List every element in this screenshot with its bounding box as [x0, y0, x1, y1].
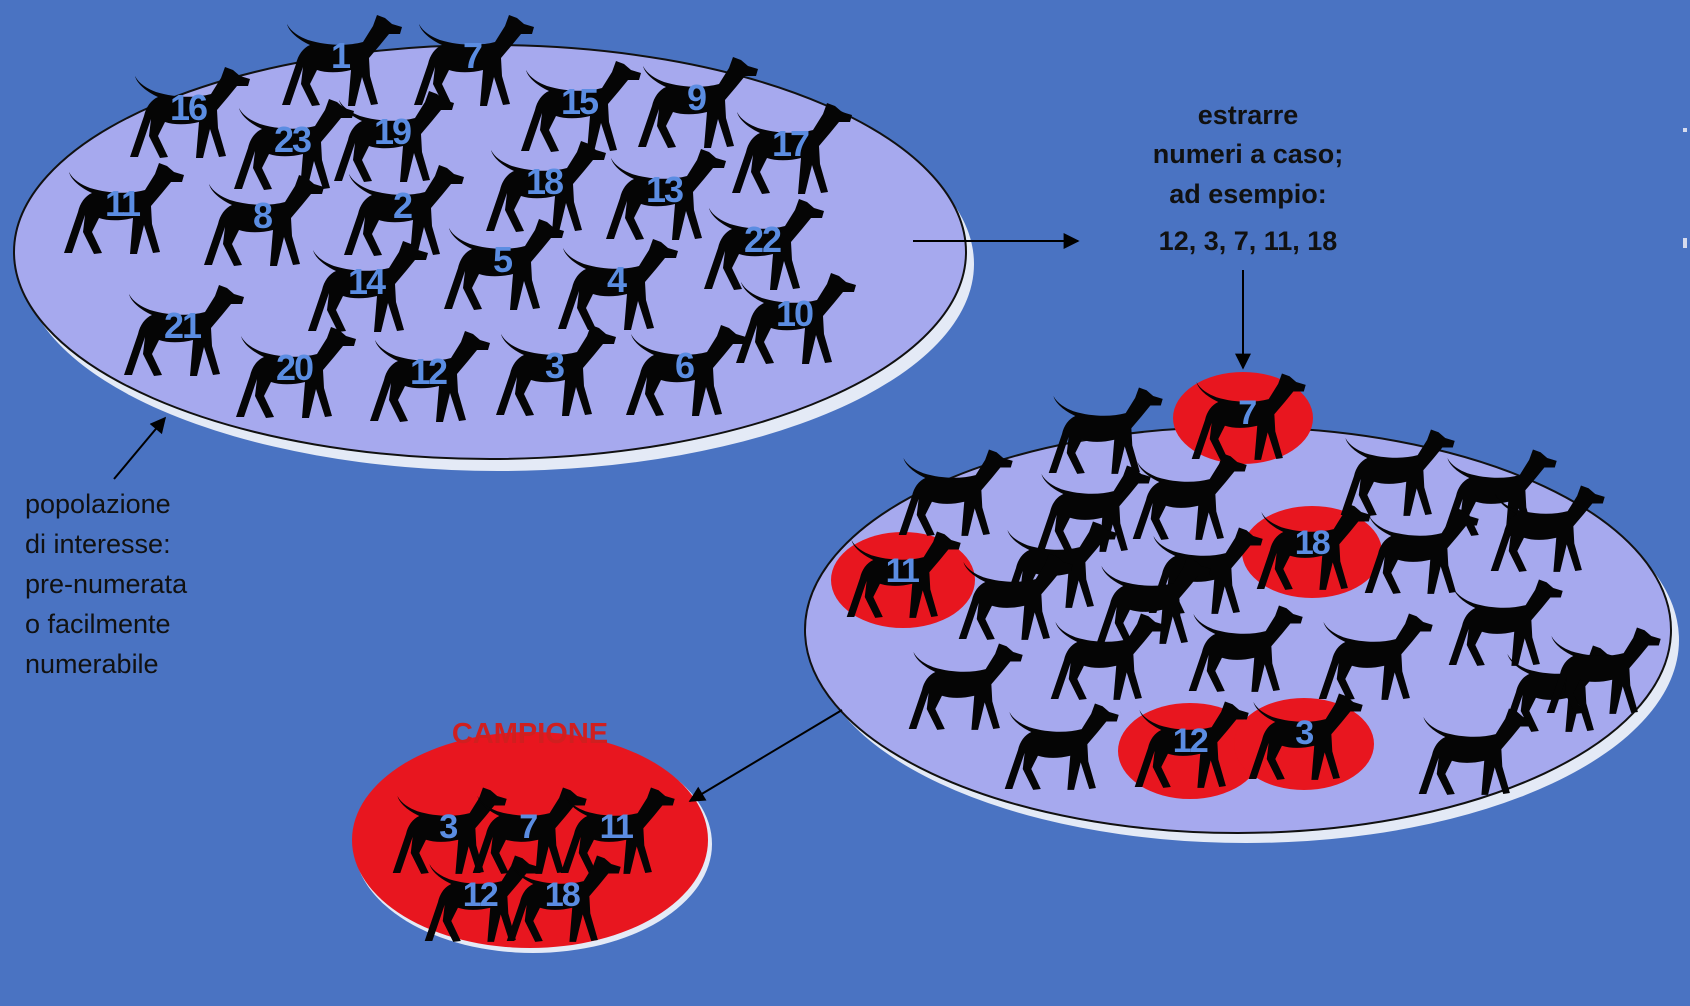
- dog-number-label: 2: [393, 185, 412, 226]
- instruction-example: 12, 3, 7, 11, 18: [1159, 226, 1338, 256]
- dog-number-label: 11: [886, 552, 920, 590]
- dog-number-label: 3: [1295, 714, 1313, 752]
- instruction-line: estrarre: [1198, 100, 1299, 130]
- dog-number-label: 12: [463, 876, 498, 914]
- selection-group: 7 11 18 12 3: [805, 372, 1679, 843]
- dog-number-label: 12: [410, 351, 447, 392]
- instruction-line: numeri a caso;: [1153, 139, 1344, 169]
- dog-number-label: 23: [274, 119, 311, 160]
- edge-fragment: [1683, 128, 1687, 132]
- dog-number-label: 8: [253, 195, 272, 236]
- population-label-line: popolazione: [25, 489, 171, 519]
- dog-number-label: 22: [744, 219, 781, 260]
- dog-number-label: 18: [545, 876, 580, 914]
- dog-number-label: 17: [772, 123, 809, 164]
- sample-title: CAMPIONE: [452, 718, 608, 750]
- dog-number-label: 5: [493, 239, 513, 280]
- dog-number-label: 1: [331, 35, 351, 76]
- dog-number-label: 7: [1238, 394, 1256, 432]
- dog-number-label: 13: [646, 169, 683, 210]
- dog-number-label: 11: [105, 183, 141, 224]
- arrow-to-sample: [690, 710, 842, 801]
- population-label-line: numerabile: [25, 649, 159, 679]
- dog-number-label: 7: [463, 35, 482, 76]
- dog-number-label: 14: [348, 261, 386, 302]
- population-label-line: o facilmente: [25, 609, 171, 639]
- dog-number-label: 12: [1173, 722, 1208, 760]
- arrow-to-population: [114, 418, 165, 479]
- dog-number-label: 21: [164, 305, 202, 346]
- population-label-line: pre-numerata: [25, 569, 188, 599]
- dog-number-label: 3: [545, 345, 564, 386]
- sample-group: 3 7 11 12 18: [352, 732, 712, 953]
- dog-number-label: 7: [519, 808, 537, 846]
- dog-number-label: 3: [439, 808, 457, 846]
- population-label-line: di interesse:: [25, 529, 171, 559]
- dog-number-label: 20: [276, 347, 313, 388]
- dog-number-label: 4: [607, 259, 627, 300]
- dog-number-label: 18: [526, 161, 563, 202]
- dog-number-label: 18: [1295, 524, 1330, 562]
- dog-number-label: 15: [561, 81, 599, 122]
- dog-number-label: 11: [600, 808, 634, 846]
- dog-number-label: 6: [675, 345, 694, 386]
- instruction-line: ad esempio:: [1169, 179, 1327, 209]
- dog-number-label: 10: [776, 293, 813, 334]
- edge-fragment: [1683, 238, 1687, 248]
- dog-number-label: 16: [170, 87, 207, 128]
- dog-number-label: 9: [687, 77, 706, 118]
- dog-number-label: 19: [374, 111, 411, 152]
